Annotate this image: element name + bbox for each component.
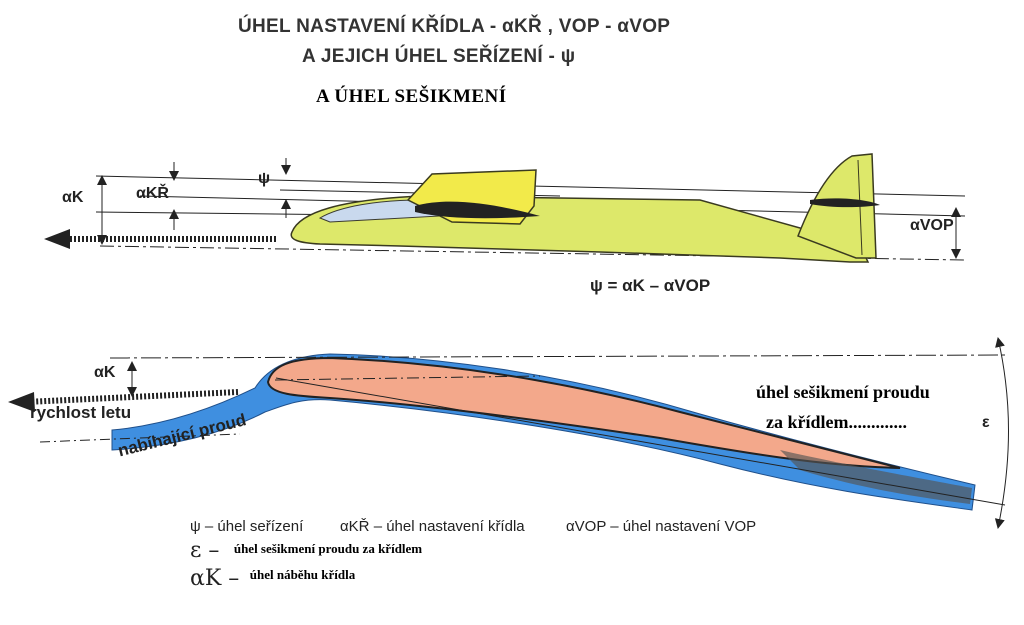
airfoil-diagram: [8, 337, 1009, 529]
reference-line-upper: [109, 354, 1006, 359]
title-line-1: ÚHEL NASTAVENÍ KŘÍDLA - αKŘ , VOP - αVOP: [238, 16, 671, 37]
legend-epsilon: ε – úhel sešikmení proudu za křídlem: [190, 538, 422, 563]
horizontal-tail-section: [810, 198, 880, 208]
legend-alpha-kr-symbol: αKŘ: [340, 518, 370, 535]
legend-alpha-k-symbol: αK –: [190, 566, 240, 591]
inflow-line: [39, 433, 241, 443]
legend-psi-symbol: ψ: [190, 518, 201, 535]
airfoil-speed-arrowhead: [8, 392, 35, 412]
flight-speed-arrowhead: [44, 229, 70, 249]
legend-alpha-k: αK – úhel náběhu křídla: [190, 566, 355, 591]
legend-alpha-vop: αVOP – úhel nastavení VOP: [566, 518, 756, 535]
label-alpha-vop: αVOP: [910, 217, 954, 234]
legend-alpha-k-text: úhel náběhu křídla: [249, 567, 356, 582]
legend-alpha-vop-symbol: αVOP: [566, 518, 607, 535]
label-flight-speed: rychlost letu: [30, 403, 132, 422]
legend-alpha-kr-text: – úhel nastavení křídla: [373, 518, 525, 535]
legend-psi: ψ – úhel seřízení: [190, 518, 303, 535]
label-psi: ψ: [258, 170, 271, 187]
legend-epsilon-symbol: ε –: [190, 538, 220, 563]
airfoil-label-alpha-k: αK: [94, 364, 116, 381]
legend-epsilon-text: úhel sešikmení proudu za křídlem: [233, 541, 423, 556]
label-epsilon: ε: [982, 414, 990, 431]
label-downwash-line-2: za křídlem.............: [766, 412, 907, 432]
epsilon-arc: [994, 337, 1009, 529]
glider-diagram: [44, 153, 966, 263]
label-alpha-kr: αKŘ: [136, 185, 169, 202]
legend-alpha-vop-text: – úhel nastavení VOP: [610, 518, 757, 535]
chord-line: [274, 375, 541, 381]
downwash-line: [275, 377, 1006, 506]
label-alpha-k: αK: [62, 189, 84, 206]
label-downwash-line-1: úhel sešikmení proudu: [756, 382, 930, 402]
legend-psi-text: – úhel seřízení: [204, 518, 304, 535]
wing-section: [415, 201, 540, 219]
airfoil-profile: [266, 356, 901, 469]
legend-alpha-kr: αKŘ – úhel nastavení křídla: [340, 518, 525, 535]
rudder-line: [857, 159, 863, 256]
formula: ψ = αK – αVOP: [590, 276, 711, 295]
title-line-3: A ÚHEL SEŠIKMENÍ: [316, 86, 507, 107]
title-line-2: A JEJICH ÚHEL SEŘÍZENÍ - ψ: [302, 46, 576, 67]
airfoil-speed-arrow: [25, 389, 239, 405]
